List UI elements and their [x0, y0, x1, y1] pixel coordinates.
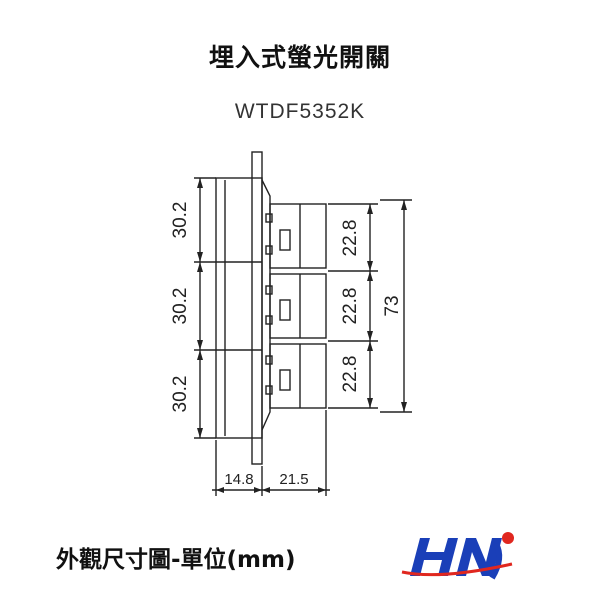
dim-plate-depth: 14.8: [224, 471, 253, 488]
dim-overall: 73: [382, 295, 403, 316]
hnj-logo: [401, 532, 514, 580]
dim-module-middle: 22.8: [340, 288, 361, 325]
caption: 外觀尺寸圖-單位(mm): [56, 547, 296, 573]
dim-module-bottom: 22.8: [340, 356, 361, 393]
dim-plate-bottom: 30.2: [170, 376, 191, 413]
dim-module-top: 22.8: [340, 220, 361, 257]
switch-module-3: [269, 343, 327, 409]
dim-body-depth: 21.5: [279, 471, 308, 488]
dim-plate-middle: 30.2: [170, 288, 191, 325]
switch-module-1: [269, 203, 327, 269]
switch-module-2: [269, 273, 327, 339]
page-title: 埋入式螢光開關: [208, 43, 391, 72]
dim-plate-top: 30.2: [170, 202, 191, 239]
model-number: WTDF5352K: [234, 100, 366, 123]
mounting-frame: [251, 151, 263, 465]
face-plate: [215, 177, 263, 439]
